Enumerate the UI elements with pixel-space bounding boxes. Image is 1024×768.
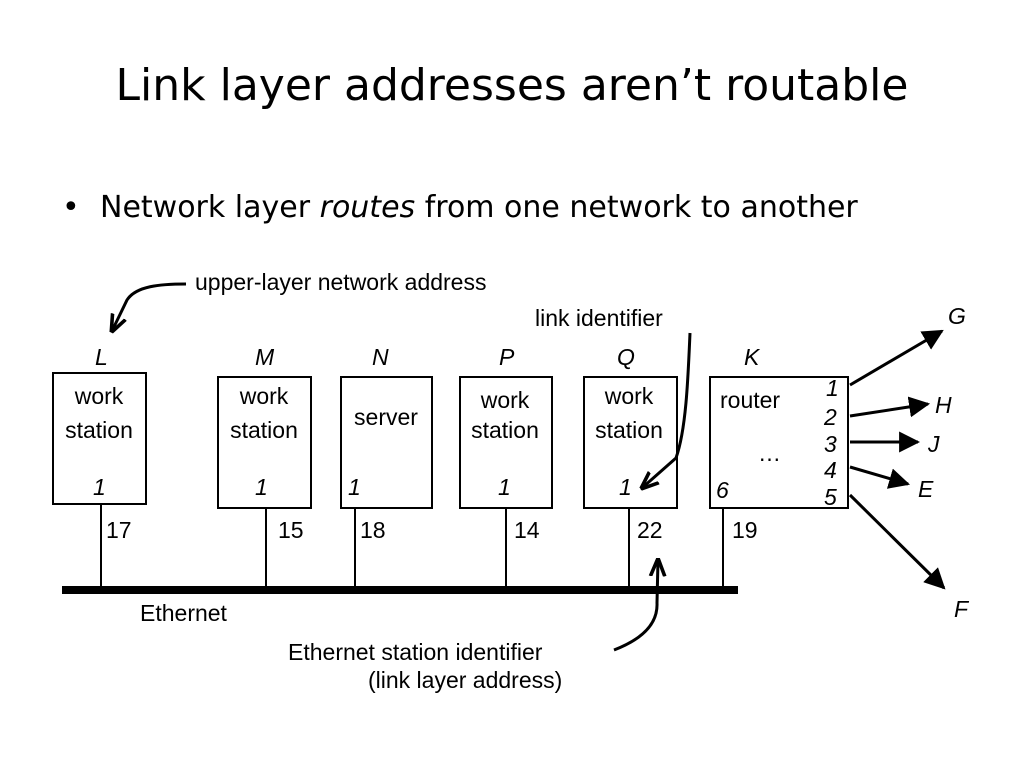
node-label-line1: work	[604, 383, 654, 409]
destination-e: E	[918, 476, 934, 502]
node-q: Q work station 1 22	[583, 344, 678, 588]
upper-layer-arrow	[112, 282, 187, 331]
node-l: L work station 1 17	[52, 344, 147, 588]
destination-g: G	[948, 303, 966, 329]
node-m: M work station 1 15	[217, 344, 312, 588]
link-identifier-arrow	[642, 332, 692, 488]
bullet-marker: •	[62, 190, 80, 225]
link-id: 1	[348, 474, 361, 500]
node-label-line2: station	[595, 417, 663, 443]
link-layer-address-annotation: (link layer address)	[368, 667, 562, 693]
destination-j: J	[927, 431, 940, 457]
ethernet-id: 14	[514, 517, 540, 543]
router-port-2: 2	[823, 404, 837, 430]
link-identifier-annotation: link identifier	[535, 305, 663, 331]
link-arrow-g	[849, 329, 944, 387]
node-label-line1: server	[354, 404, 418, 430]
upper-layer-annotation: upper-layer network address	[195, 269, 486, 295]
node-name: M	[255, 344, 275, 370]
node-label-line1: work	[239, 383, 289, 409]
router-box	[709, 376, 849, 509]
node-label-line2: station	[471, 417, 539, 443]
link-arrow-e	[849, 465, 911, 489]
ethernet-bus	[62, 586, 738, 594]
node-name: Q	[617, 344, 635, 370]
ethernet-id: 15	[278, 517, 304, 543]
router-ellipsis: …	[758, 440, 781, 466]
router-port-1: 1	[826, 375, 839, 401]
link-id: 1	[93, 474, 106, 500]
bullet-point: • Network layer routes from one network t…	[62, 190, 858, 226]
node-p: P work station 1 14	[459, 344, 553, 588]
node-box	[340, 376, 433, 509]
router-label: router	[720, 387, 780, 413]
node-name: N	[372, 344, 389, 370]
router-port-3: 3	[824, 431, 837, 457]
node-box	[52, 372, 147, 505]
node-label-line2: station	[230, 417, 298, 443]
destination-f: F	[954, 596, 970, 622]
ethernet-id: 17	[106, 517, 132, 543]
router-ethernet-port: 6	[716, 477, 729, 503]
node-box	[459, 376, 553, 509]
ethernet-station-annotation: Ethernet station identifier	[288, 639, 543, 665]
link-id: 1	[498, 474, 511, 500]
node-label-line2: station	[65, 417, 133, 443]
link-id: 1	[255, 474, 268, 500]
link-arrow-f	[848, 493, 946, 590]
node-label-line1: work	[480, 387, 530, 413]
node-box	[583, 376, 678, 509]
node-n: N server 1 18	[340, 344, 433, 588]
node-name: L	[95, 344, 108, 370]
link-id: 1	[619, 474, 632, 500]
slide-title: Link layer addresses aren’t routable	[115, 60, 909, 111]
ethernet-label: Ethernet	[140, 600, 228, 626]
node-label-line1: work	[74, 383, 124, 409]
ethernet-station-arrow	[613, 560, 658, 652]
link-arrow-h	[849, 396, 931, 418]
ethernet-id: 22	[637, 517, 663, 543]
bullet-text-post: from one network to another	[415, 190, 858, 225]
bullet-text-pre: Network layer	[100, 190, 320, 225]
ethernet-id: 19	[732, 517, 758, 543]
node-name: P	[499, 344, 515, 370]
router-port-5: 5	[824, 484, 837, 510]
bullet-emphasis: routes	[319, 190, 416, 225]
ethernet-id: 18	[360, 517, 386, 543]
node-box	[217, 376, 312, 509]
node-name: K	[744, 344, 761, 370]
router-k: K router … 6 1 2 3 4 5 19 G H J E F	[709, 303, 970, 622]
router-port-4: 4	[824, 457, 837, 483]
destination-h: H	[935, 392, 952, 418]
